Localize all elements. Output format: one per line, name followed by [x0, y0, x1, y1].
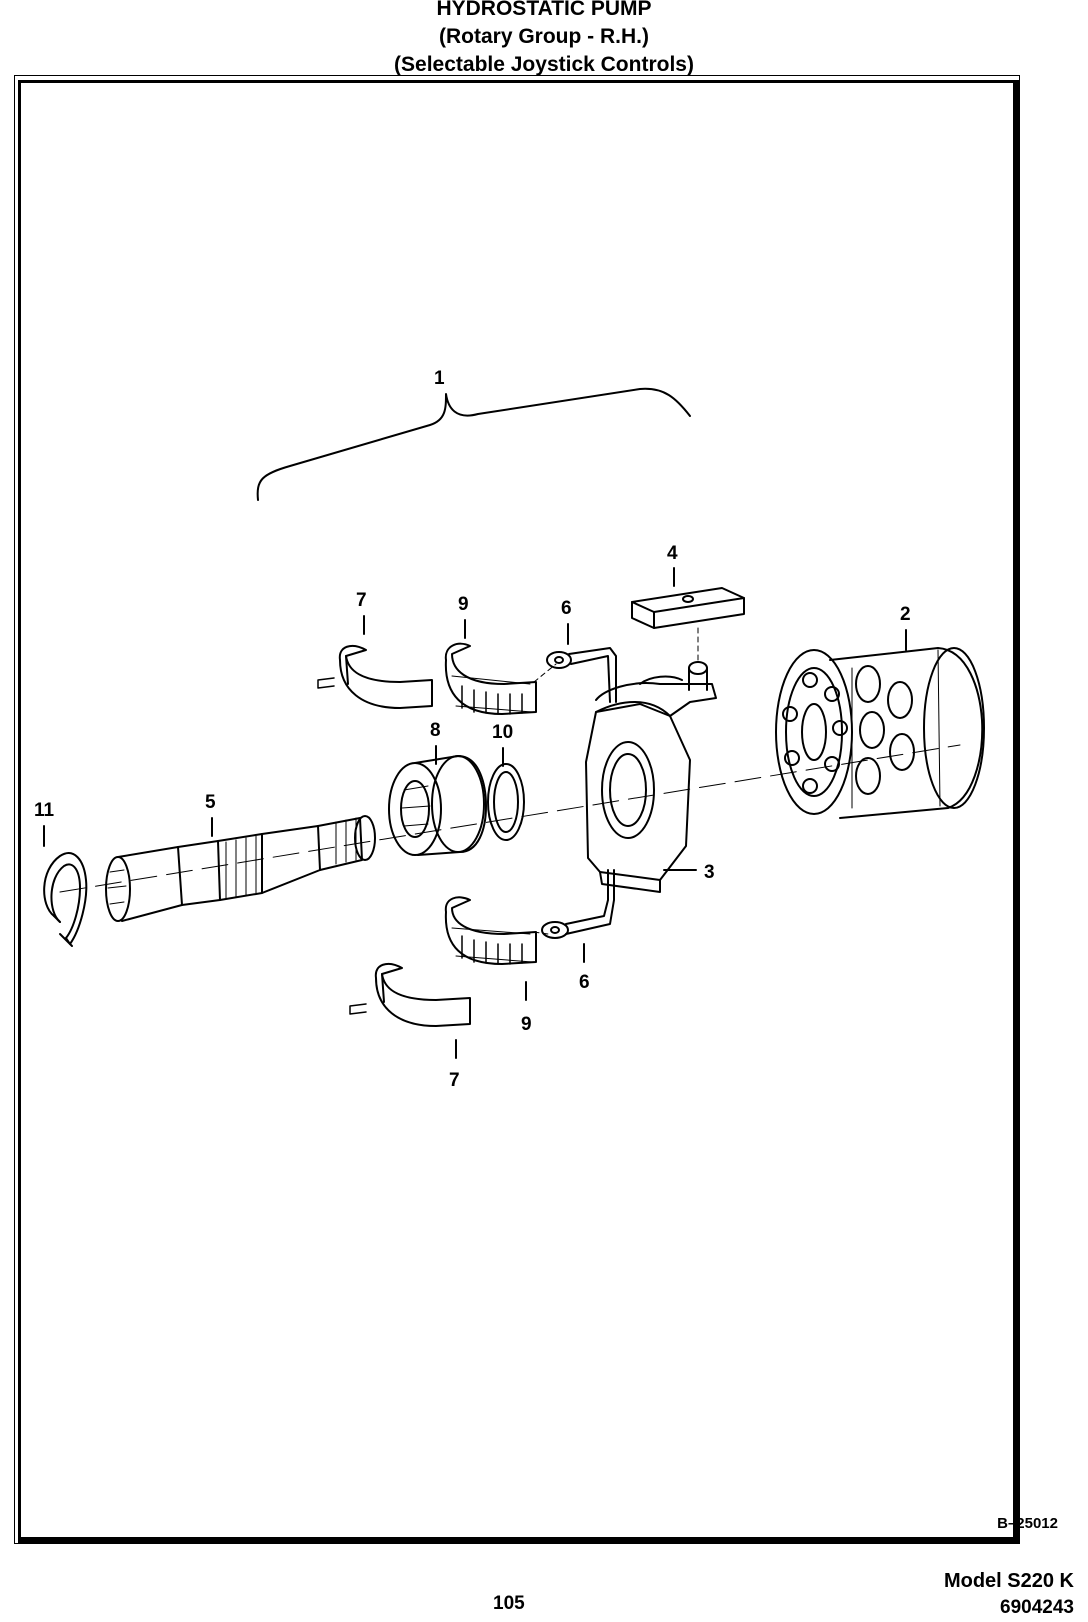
callout-6-bottom: 6	[579, 972, 590, 993]
callout-9-top: 9	[458, 594, 469, 615]
callout-7-bottom: 7	[449, 1070, 460, 1091]
drive-shaft-part	[105, 815, 376, 922]
callout-10: 10	[492, 722, 513, 743]
snap-ring-part	[43, 852, 88, 947]
callout-2: 2	[900, 604, 911, 625]
bearing-part	[388, 755, 487, 856]
callout-8: 8	[430, 720, 441, 741]
diagram-frame	[14, 75, 1020, 1544]
part-number: 6904243	[1000, 1597, 1074, 1618]
page-number: 105	[493, 1593, 525, 1614]
callout-11: 11	[34, 800, 55, 821]
cylinder-block-part	[775, 647, 985, 819]
roller-cage-upper-part	[444, 642, 537, 715]
bearing-shell-upper-part	[317, 644, 433, 709]
retaining-ring-part	[487, 763, 525, 841]
page-subtitle: (Rotary Group - R.H.)	[439, 25, 649, 48]
diagram-frame-inner	[18, 80, 1019, 1543]
callout-7-top: 7	[356, 590, 367, 611]
callout-5: 5	[205, 792, 216, 813]
link-arm-upper-part	[546, 647, 617, 703]
roller-cage-lower-part	[444, 896, 537, 965]
callout-3: 3	[704, 862, 715, 883]
model-name: Model S220 K	[943, 1570, 1074, 1592]
link-arm-lower-part	[541, 869, 615, 939]
page-subtitle-2: (Selectable Joystick Controls)	[394, 53, 694, 76]
callout-6-top: 6	[561, 598, 572, 619]
page-title: HYDROSTATIC PUMP	[436, 0, 652, 20]
assembly-brace	[256, 387, 691, 501]
callout-1: 1	[434, 368, 445, 389]
bearing-shell-lower-part	[349, 962, 471, 1027]
leader-lines	[43, 567, 907, 1059]
swashplate-part	[585, 661, 717, 893]
callout-9-bottom: 9	[521, 1014, 532, 1035]
guide-block-part	[631, 587, 745, 629]
shaft-centerline	[59, 744, 961, 893]
figure-id: B–25012	[997, 1515, 1058, 1532]
callout-4: 4	[667, 543, 678, 564]
